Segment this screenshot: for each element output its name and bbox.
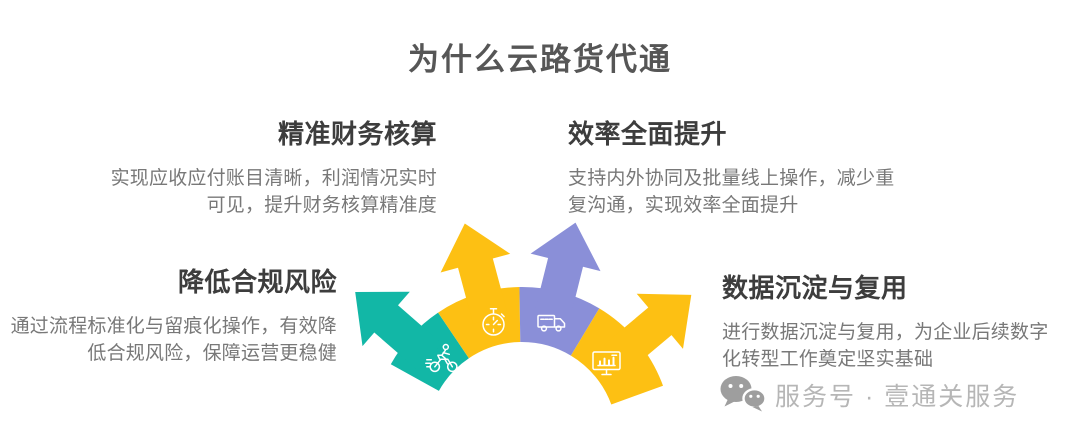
dashboard-monitor-icon <box>592 351 621 376</box>
watermark: 服务号 · 壹通关服务 <box>718 374 1019 416</box>
delivery-truck-icon <box>537 314 566 332</box>
feature-data-body: 进行数据沉淀与复用，为企业后续数字 化转型工作奠定坚实基础 <box>722 322 1049 370</box>
feature-data: 数据沉淀与复用 进行数据沉淀与复用，为企业后续数字 化转型工作奠定坚实基础 <box>722 268 1080 373</box>
wechat-icon <box>720 376 766 412</box>
feature-data-title: 数据沉淀与复用 <box>722 273 908 303</box>
fan-arrow-data <box>603 293 692 373</box>
fan-arrow-compliance <box>355 291 442 371</box>
feature-finance-body: 实现应收应付账目清晰，利润情况实时 可见，提升财务核算精准度 <box>110 168 437 216</box>
feature-finance: 精准财务核算 实现应收应付账目清晰，利润情况实时 可见，提升财务核算精准度 <box>97 114 437 219</box>
feature-compliance: 降低合规风险 通过流程标准化与留痕化操作，有效降 低合规风险，保障运营更稳健 <box>0 262 337 367</box>
feature-efficiency-body: 支持内外协同及批量线上操作，减少重 复沟通，实现效率全面提升 <box>568 168 895 216</box>
fan-arrow-finance <box>440 223 511 324</box>
feature-efficiency: 效率全面提升 支持内外协同及批量线上操作，减少重 复沟通，实现效率全面提升 <box>568 114 913 219</box>
watermark-text: 服务号 · 壹通关服务 <box>775 383 1020 411</box>
feature-compliance-title: 降低合规风险 <box>177 267 337 297</box>
stopwatch-icon <box>482 307 505 336</box>
page-title: 为什么云路货代通 <box>408 42 672 77</box>
scooter-rider-icon <box>425 343 458 373</box>
feature-finance-title: 精准财务核算 <box>277 119 437 149</box>
fan-arrow-efficiency <box>530 222 601 323</box>
feature-compliance-body: 通过流程标准化与留痕化操作，有效降 低合规风险，保障运营更稳健 <box>10 316 337 364</box>
feature-efficiency-title: 效率全面提升 <box>568 119 728 149</box>
